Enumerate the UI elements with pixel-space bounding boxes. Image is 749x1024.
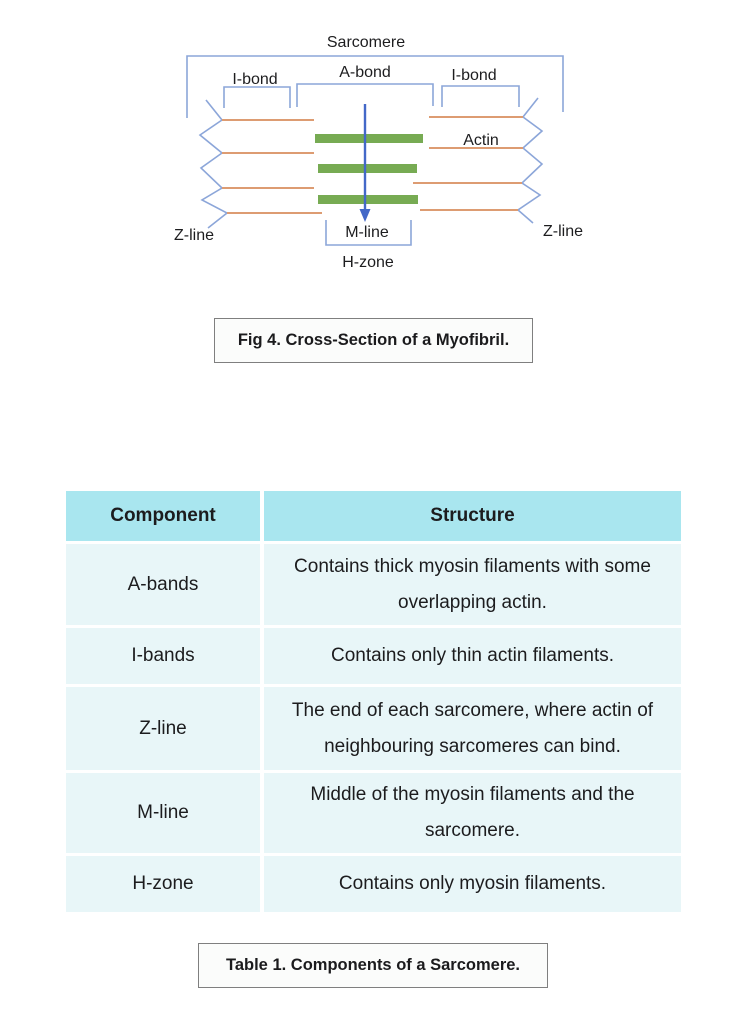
table-cell-text: Contains only myosin filaments. (338, 873, 607, 894)
table-row-a-bands-structure: Contains thick myosin filaments with som… (264, 544, 681, 625)
z-line-left-zigzag (198, 99, 229, 229)
table-row-m-line-structure: Middle of the myosin filaments and the s… (264, 773, 681, 853)
m-line-label: M-line (345, 224, 389, 241)
sarcomere-bracket (186, 55, 564, 118)
table-cell-text: M-line (137, 802, 189, 823)
table-caption-text: Table 1. Components of a Sarcomere. (225, 956, 521, 974)
z-line-right-zigzag (516, 97, 544, 224)
table-header-component: Component (66, 491, 260, 541)
i-bond-right-bracket (441, 85, 520, 107)
table-cell-text: H-zone (132, 873, 194, 894)
a-bond-bracket (296, 83, 434, 107)
table-cell-text: A-bands (127, 573, 199, 595)
table-cell-text: Middle of the myosin filaments and the s… (310, 784, 635, 841)
sarcomere-components-table: Component Structure A-bands Contains thi… (66, 491, 681, 912)
figure-caption: Fig 4. Cross-Section of a Myofibril. (214, 318, 533, 363)
table-row-i-bands-structure: Contains only thin actin filaments. (264, 628, 681, 684)
a-bond-label: A-bond (339, 64, 391, 81)
table-cell-text: Z-line (139, 717, 187, 739)
table-row-h-zone-structure: Contains only myosin filaments. (264, 856, 681, 912)
sarcomere-label: Sarcomere (327, 34, 405, 51)
i-bond-left-bracket (223, 86, 291, 108)
z-line-left-label: Z-line (174, 227, 214, 244)
i-bond-right-label: I-bond (451, 67, 496, 84)
table-cell-text: I-bands (131, 645, 195, 666)
sarcomere-diagram: Sarcomere I-bond A-bond I-bond Actin Z-l… (174, 34, 583, 271)
table-cell-text: Contains thick myosin filaments with som… (294, 555, 651, 613)
myosin-filament-1 (315, 134, 423, 143)
table-row-m-line-component: M-line (66, 773, 260, 853)
figure-caption-text: Fig 4. Cross-Section of a Myofibril. (237, 331, 510, 349)
table-header-structure: Structure (264, 491, 681, 541)
i-bond-left-label: I-bond (232, 71, 277, 88)
z-line-right-label: Z-line (543, 223, 583, 240)
table-row-i-bands-component: I-bands (66, 628, 260, 684)
h-zone-bracket (325, 220, 412, 246)
table-cell-text: The end of each sarcomere, where actin o… (291, 699, 654, 757)
table-row-z-line-structure: The end of each sarcomere, where actin o… (264, 687, 681, 770)
table-caption: Table 1. Components of a Sarcomere. (198, 943, 548, 988)
myosin-filament-3 (318, 195, 418, 204)
h-zone-label: H-zone (342, 254, 394, 271)
myosin-filament-2 (318, 164, 417, 173)
table-row-h-zone-component: H-zone (66, 856, 260, 912)
table-row-a-bands-component: A-bands (66, 544, 260, 625)
table-header-component-label: Component (110, 505, 216, 526)
table-cell-text: Contains only thin actin filaments. (330, 645, 615, 666)
table-header-structure-label: Structure (430, 505, 515, 526)
actin-label: Actin (463, 132, 499, 149)
table-row-z-line-component: Z-line (66, 687, 260, 770)
m-line-arrowhead-icon (359, 209, 371, 222)
